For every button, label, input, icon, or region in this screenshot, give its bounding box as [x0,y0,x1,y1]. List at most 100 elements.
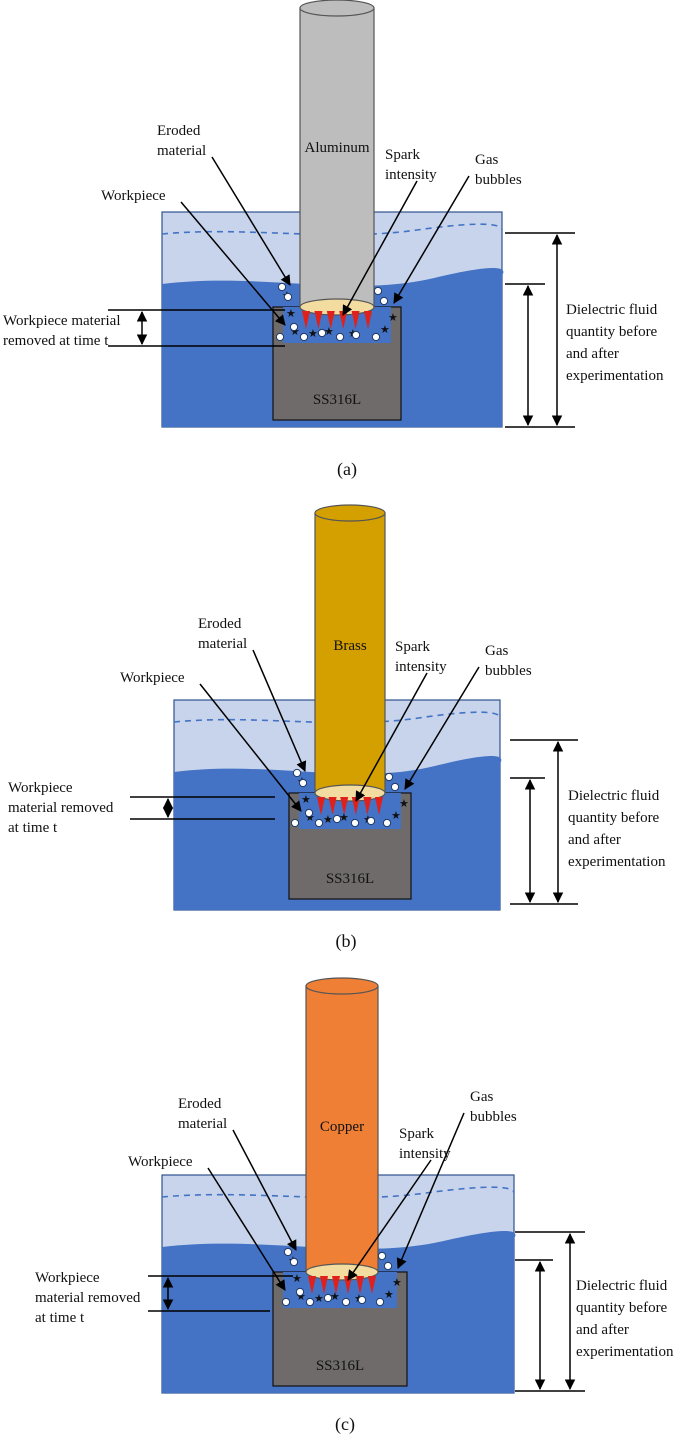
spark-leader-arrow [355,672,428,802]
gas-bubble-mark [283,292,293,302]
eroded-particle-mark: ★ [308,328,318,340]
gas-bubbles-label-line-2: bubbles [485,663,532,679]
eroded-particle-mark: ★ [301,794,311,806]
gas-bubble-mark [371,332,381,342]
spark-intensity-label-line-1: Spark [399,1126,434,1142]
dielectric-fluid-label-line-4: experimentation [566,368,664,384]
eroded-particle-mark: ★ [392,1277,402,1289]
dielectric-fluid-label-line-2: quantity before [568,810,660,826]
dielectric-fluid-label-line-1: Dielectric fluid [566,302,658,318]
dielectric-fluid-label-line-4: experimentation [568,854,666,870]
eroded-material-label-line-2: material [198,636,247,652]
gas-bubble-mark [366,816,376,826]
eroded-particle-mark: ★ [290,326,300,338]
spark-intensity-label-line-2: intensity [395,659,447,675]
electrode-top [305,977,379,995]
panel-caption: (a) [337,459,357,480]
gas-bubble-mark [390,782,400,792]
gas-bubbles-label-line-1: Gas [475,152,498,168]
eroded-material-label-line-2: material [157,143,206,159]
eroded-particle-mark: ★ [292,1273,302,1285]
eroded-leader-arrow [232,1129,297,1251]
gas-bubble-mark [373,286,383,296]
eroded-particle-mark: ★ [380,324,390,336]
fluid-level-before-dashed [161,223,503,236]
fluid-level-before-dashed [161,1186,515,1199]
gas-bubble-mark [283,1247,293,1257]
eroded-leader-arrow [211,156,291,286]
gas-bubble-mark [323,1293,333,1303]
removed-material-label-line-3: at time t [8,820,58,836]
spark-mark [363,797,372,815]
gas-bubble-mark [383,1261,393,1271]
spark-mark [326,311,335,329]
gas-bubble-mark [275,332,285,342]
gas-bubbles-label-line-2: bubbles [470,1109,517,1125]
electrode-top [299,0,375,17]
panel-caption: (b) [336,931,357,952]
electrode-rod [314,512,386,794]
workpiece-leader-arrow [199,683,302,812]
dielectric-fluid-label-line-1: Dielectric fluid [568,788,660,804]
workpiece-label: Workpiece [128,1154,193,1170]
workpiece-material-label: SS316L [326,871,374,887]
removed-material-label-line-3: at time t [35,1310,85,1326]
eroded-particle-mark: ★ [305,812,315,824]
dielectric-fluid-label-line-1: Dielectric fluid [576,1278,668,1294]
spark-intensity-label-line-1: Spark [385,147,420,163]
gas-bubble-mark [384,772,394,782]
dielectric-fluid-label-line-2: quantity before [566,324,658,340]
gas-bubble-mark [350,818,360,828]
electrode-tip [299,298,375,316]
panel-c: SS316LCopper★★★★★★★★ErodedmaterialWorkpi… [35,977,674,1435]
gas-bubble-mark [281,1297,291,1307]
gas-bubble-mark [314,818,324,828]
spark-intensity-label-line-1: Spark [395,639,430,655]
spark-mark [368,1276,376,1294]
eroded-particle-mark: ★ [330,1291,340,1303]
panel-caption: (c) [335,1414,355,1435]
spark-mark [351,311,360,329]
gas-bubbles-label-line-1: Gas [470,1089,493,1105]
gas-bubble-mark [304,808,314,818]
gas-bubble-mark [317,328,327,338]
gas-bubble-mark [289,1257,299,1267]
workpiece-leader-arrow [180,201,286,326]
spark-mark [314,311,323,329]
spark-intensity-label-line-2: intensity [385,167,437,183]
spark-mark [302,311,310,329]
gas-bubbles-label-line-1: Gas [485,643,508,659]
spark-mark [328,797,337,815]
electrode-material-label: Brass [333,638,366,654]
gas-bubble-mark [332,814,342,824]
gas-bubbles-label-line-2: bubbles [475,172,522,188]
eroded-leader-arrow [252,649,307,772]
electrode-material-label: Aluminum [304,140,369,156]
gas-bubble-mark [277,282,287,292]
eroded-material-label-line-1: Eroded [157,123,201,139]
eroded-particle-mark: ★ [323,814,333,826]
eroded-particle-mark: ★ [324,326,334,338]
eroded-particle-mark: ★ [384,1289,394,1301]
gas-bubble-mark [299,332,309,342]
dielectric-fluid-label-line-2: quantity before [576,1300,668,1316]
dielectric-fluid-label-line-3: and after [566,346,619,362]
spark-mark [364,311,372,329]
eroded-particle-mark: ★ [339,812,349,824]
eroded-particle-mark: ★ [286,308,296,320]
gas-bubble-mark [377,1251,387,1261]
gas-bubble-mark [382,818,392,828]
electrode-tip [305,1263,379,1281]
panel-a: SS316LAluminum★★★★★★★★ErodedmaterialWork… [3,0,664,480]
spark-mark [340,797,349,815]
workpiece-material-label: SS316L [316,1358,364,1374]
removed-material-label-line-2: material removed [35,1290,141,1306]
spark-mark [320,1276,328,1294]
removed-material-label-line-1: Workpiece [35,1270,100,1286]
gas-leader-arrow [404,666,480,790]
gas-bubble-mark [292,768,302,778]
workpiece-material-label: SS316L [313,392,361,408]
gas-bubble-mark [305,1297,315,1307]
spark-mark [332,1276,340,1294]
